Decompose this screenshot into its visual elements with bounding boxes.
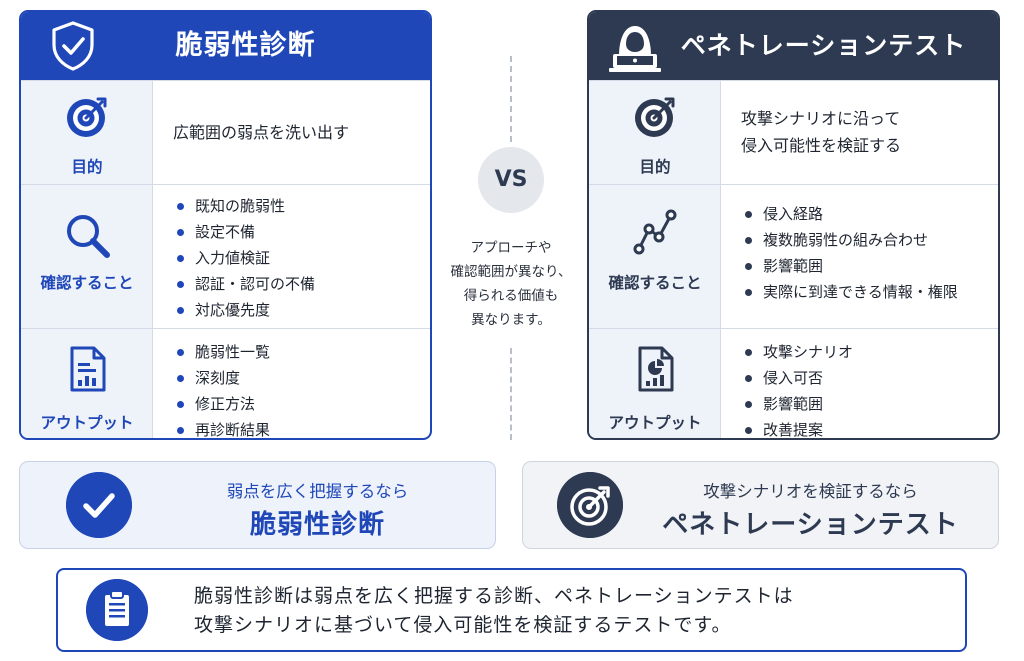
attack-path-icon	[633, 209, 677, 255]
center-note: アプローチや 確認範囲が異なり、 得られる価値も 異なります。	[450, 240, 572, 328]
vulnerability-assessment-header: 脆弱性診断	[21, 12, 430, 80]
list-item: 実際に到達できる情報・権限	[741, 279, 958, 305]
target-icon	[67, 97, 107, 137]
magnifier-icon	[67, 215, 110, 258]
list-item: 侵入可否	[741, 365, 853, 391]
pentest-summary-sub: 攻撃シナリオを検証するなら	[703, 482, 918, 501]
list-item: 影響範囲	[741, 253, 958, 279]
vuln-purpose-row: 目的 広範囲の弱点を洗い出す	[21, 80, 430, 184]
vuln-purpose-label: 目的	[71, 158, 103, 176]
clipboard-icon	[86, 579, 148, 641]
pentest-summary-main: ペネトレーションテスト	[662, 510, 959, 540]
list-item: 侵入経路	[741, 201, 958, 227]
list-item: 深刻度	[173, 365, 270, 391]
target-icon	[557, 472, 623, 538]
vulnerability-assessment-panel: 脆弱性診断 目的 広範囲の弱点を洗い出す 確認すること	[19, 10, 432, 440]
list-item: 認証・認可の不備	[173, 271, 315, 297]
pentest-purpose-label: 目的	[639, 158, 671, 176]
penetration-test-header: ペネトレーションテスト	[589, 12, 998, 80]
vuln-check-label: 確認すること	[40, 274, 134, 292]
pentest-check-row: 確認すること 侵入経路 複数脆弱性の組み合わせ 影響範囲 実際に到達できる情報・…	[589, 184, 998, 328]
vuln-summary-sub: 弱点を広く把握するなら	[226, 482, 409, 501]
report-document-icon	[638, 346, 674, 392]
vuln-summary-main: 脆弱性診断	[249, 510, 385, 540]
pentest-purpose-text: 攻撃シナリオに沿って 侵入可能性を検証する	[741, 109, 902, 155]
vuln-summary-box: 弱点を広く把握するなら 脆弱性診断	[19, 461, 496, 549]
pentest-check-label: 確認すること	[608, 274, 702, 292]
vs-badge: VS	[478, 147, 544, 213]
list-item: 設定不備	[173, 219, 315, 245]
list-item: 攻撃シナリオ	[741, 339, 853, 365]
list-item: 入力値検証	[173, 245, 315, 271]
list-item: 既知の脆弱性	[173, 193, 315, 219]
pentest-output-row: アウトプット 攻撃シナリオ 侵入可否 影響範囲 改善提案	[589, 328, 998, 438]
penetration-test-title: ペネトレーションテスト	[680, 31, 967, 60]
pentest-summary-box: 攻撃シナリオを検証するなら ペネトレーションテスト	[522, 461, 999, 549]
vulnerability-assessment-title: 脆弱性診断	[175, 30, 316, 61]
vuln-check-row: 確認すること 既知の脆弱性 設定不備 入力値検証 認証・認可の不備 対応優先度	[21, 184, 430, 328]
pentest-purpose-row: 目的 攻撃シナリオに沿って 侵入可能性を検証する	[589, 80, 998, 184]
divider-top	[510, 56, 512, 142]
list-item: 再診断結果	[173, 417, 270, 438]
pentest-output-label: アウトプット	[608, 414, 702, 432]
shield-check-icon	[52, 21, 94, 71]
conclusion-text: 脆弱性診断は弱点を広く把握する診断、ペネトレーションテストは 攻撃シナリオに基づ…	[194, 585, 794, 636]
pentest-check-list: 侵入経路 複数脆弱性の組み合わせ 影響範囲 実際に到達できる情報・権限	[741, 201, 958, 305]
divider-bottom	[510, 348, 512, 440]
target-icon	[635, 97, 675, 137]
report-document-icon	[70, 346, 106, 392]
vuln-purpose-text: 広範囲の弱点を洗い出す	[173, 123, 350, 142]
hacker-icon	[609, 26, 661, 72]
vuln-check-list: 既知の脆弱性 設定不備 入力値検証 認証・認可の不備 対応優先度	[173, 193, 315, 323]
list-item: 対応優先度	[173, 297, 315, 323]
list-item: 脆弱性一覧	[173, 339, 270, 365]
vuln-output-label: アウトプット	[40, 414, 134, 432]
penetration-test-panel: ペネトレーションテスト 目的 攻撃シナリオに沿って 侵入可能性を検証する	[587, 10, 1000, 440]
list-item: 改善提案	[741, 417, 853, 438]
conclusion-box: 脆弱性診断は弱点を広く把握する診断、ペネトレーションテストは 攻撃シナリオに基づ…	[56, 568, 967, 652]
pentest-output-list: 攻撃シナリオ 侵入可否 影響範囲 改善提案	[741, 339, 853, 438]
vuln-output-row: アウトプット 脆弱性一覧 深刻度 修正方法 再診断結果	[21, 328, 430, 438]
list-item: 修正方法	[173, 391, 270, 417]
vuln-output-list: 脆弱性一覧 深刻度 修正方法 再診断結果	[173, 339, 270, 438]
list-item: 複数脆弱性の組み合わせ	[741, 227, 958, 253]
list-item: 影響範囲	[741, 391, 853, 417]
checkmark-icon	[66, 472, 132, 538]
